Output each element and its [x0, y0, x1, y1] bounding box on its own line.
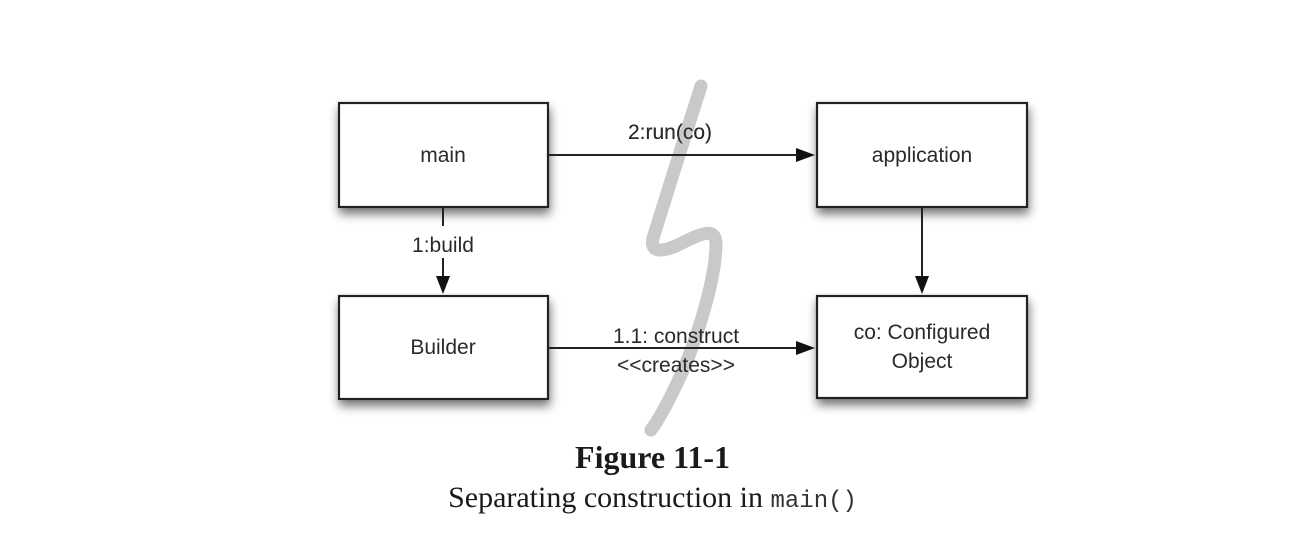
figure-caption: Figure 11-1 Separating construction in m… [0, 436, 1305, 522]
box-builder: Builder [337, 294, 550, 401]
edge-construct: 1.1: construct <<creates>> [548, 325, 815, 377]
edge-build: 1:build [412, 207, 474, 294]
edge-construct-stereotype: <<creates>> [617, 354, 735, 377]
edge-app-to-co [915, 207, 929, 294]
edge-run-label-overlay: 2:run(co) [628, 121, 712, 144]
box-configured-object-label-line2: Object [892, 350, 953, 373]
box-configured-object-label-line1: co: Configured [854, 321, 991, 344]
box-main-label: main [420, 144, 466, 167]
separation-diagram: main application Builder co: Configured … [337, 79, 1029, 437]
box-configured-object: co: Configured Object [815, 294, 1029, 400]
box-application-label: application [872, 144, 972, 167]
edge-construct-arrowhead [796, 341, 815, 355]
box-application-rect [815, 101, 1029, 209]
edge-construct-label: 1.1: construct [613, 325, 739, 348]
figure-subtitle: Separating construction in main() [0, 478, 1305, 522]
figure-subtitle-code: main() [770, 488, 857, 515]
figure-subtitle-text: Separating construction in [448, 481, 771, 514]
figure-title: Figure 11-1 [575, 439, 730, 475]
box-builder-label: Builder [410, 336, 475, 359]
edge-build-arrowhead [436, 276, 450, 294]
edge-run-arrowhead [796, 148, 815, 162]
edge-app-to-co-arrowhead [915, 276, 929, 294]
box-configured-object-rect [815, 294, 1029, 400]
box-main-rect [337, 101, 550, 209]
separator-squiggle [644, 79, 723, 437]
edge-build-label: 1:build [412, 234, 474, 257]
box-builder-rect [337, 294, 550, 401]
box-main: main [337, 101, 550, 209]
box-application: application [815, 101, 1029, 209]
